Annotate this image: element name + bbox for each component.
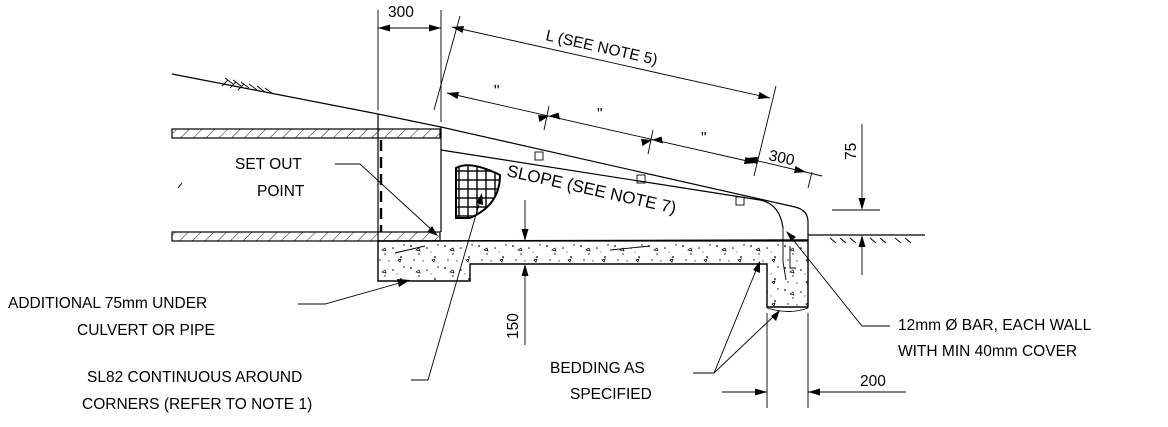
dimension-edge-drop: 75 xyxy=(832,124,880,275)
slope-label: SLOPE (SEE NOTE 7) xyxy=(505,161,678,217)
callout-set-out-point: SET OUT POINT xyxy=(235,156,438,236)
dimension-top-offset-value: 300 xyxy=(388,4,414,21)
bar-line-2: WITH MIN 40mm COVER xyxy=(898,343,1077,360)
dimension-length: L (SEE NOTE 5) xyxy=(433,15,777,177)
set-out-point-line-2: POINT xyxy=(257,183,305,200)
bedding-line-2: SPECIFIED xyxy=(570,386,652,403)
callout-additional-concrete: ADDITIONAL 75mm UNDER CULVERT OR PIPE xyxy=(8,279,410,339)
callout-mesh: SL82 CONTINUOUS AROUND CORNERS (REFER TO… xyxy=(82,193,483,413)
dimension-bedding-depth: 150 xyxy=(505,200,529,345)
additional-concrete-line-2: CULVERT OR PIPE xyxy=(77,322,215,339)
dimension-edge-drop-value: 75 xyxy=(843,143,860,160)
bar-line-1: 12mm Ø BAR, EACH WALL xyxy=(898,317,1092,334)
callout-bar: 12mm Ø BAR, EACH WALL WITH MIN 40mm COVE… xyxy=(786,231,1092,360)
additional-concrete-line-1: ADDITIONAL 75mm UNDER xyxy=(8,295,207,312)
dimension-bedding-depth-value: 150 xyxy=(505,313,522,339)
callout-bedding: BEDDING AS SPECIFIED xyxy=(550,261,780,403)
embankment xyxy=(171,73,379,115)
headwall xyxy=(377,113,809,281)
dimension-wall-width: 200 xyxy=(722,313,906,408)
culvert-pipe xyxy=(171,128,441,242)
dimension-end-offset: 300 xyxy=(745,147,823,189)
concrete-apron xyxy=(377,239,809,308)
dimension-segments: " " " xyxy=(446,83,757,164)
dimension-segment-1: " xyxy=(494,83,500,100)
slope-note: SLOPE (SEE NOTE 7) xyxy=(505,161,678,217)
dimension-wall-width-value: 200 xyxy=(860,373,886,390)
mesh-line-2: CORNERS (REFER TO NOTE 1) xyxy=(82,396,312,413)
dimension-end-offset-value: 300 xyxy=(767,147,796,169)
dimension-top-offset: 300 xyxy=(377,4,442,122)
natural-surface xyxy=(766,234,925,312)
embankment-hatch-marks xyxy=(221,77,274,95)
dimension-segment-3: " xyxy=(701,130,707,147)
dimension-length-label: L (SEE NOTE 5) xyxy=(544,27,659,68)
set-out-point-line-1: SET OUT xyxy=(235,156,302,173)
dimension-segment-2: " xyxy=(597,106,603,123)
mesh-line-1: SL82 CONTINUOUS AROUND xyxy=(87,369,302,386)
bedding-line-1: BEDDING AS xyxy=(550,360,645,377)
